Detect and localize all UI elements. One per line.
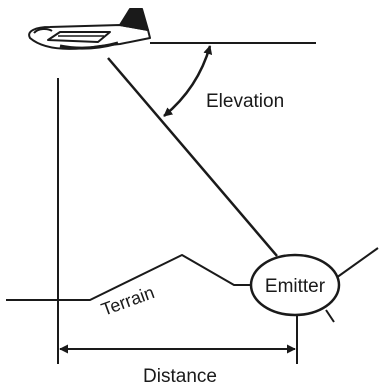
- elevation-label: Elevation: [206, 91, 284, 112]
- distance-label: Distance: [143, 366, 217, 386]
- emitter-base-tick: [326, 310, 334, 322]
- terrain-profile-right: [336, 248, 378, 278]
- line-of-sight: [108, 58, 277, 256]
- emitter-label: Emitter: [265, 276, 326, 297]
- elevation-angle-arc: [164, 46, 210, 116]
- terrain-label: Terrain: [99, 282, 158, 320]
- aircraft-icon: [29, 9, 150, 49]
